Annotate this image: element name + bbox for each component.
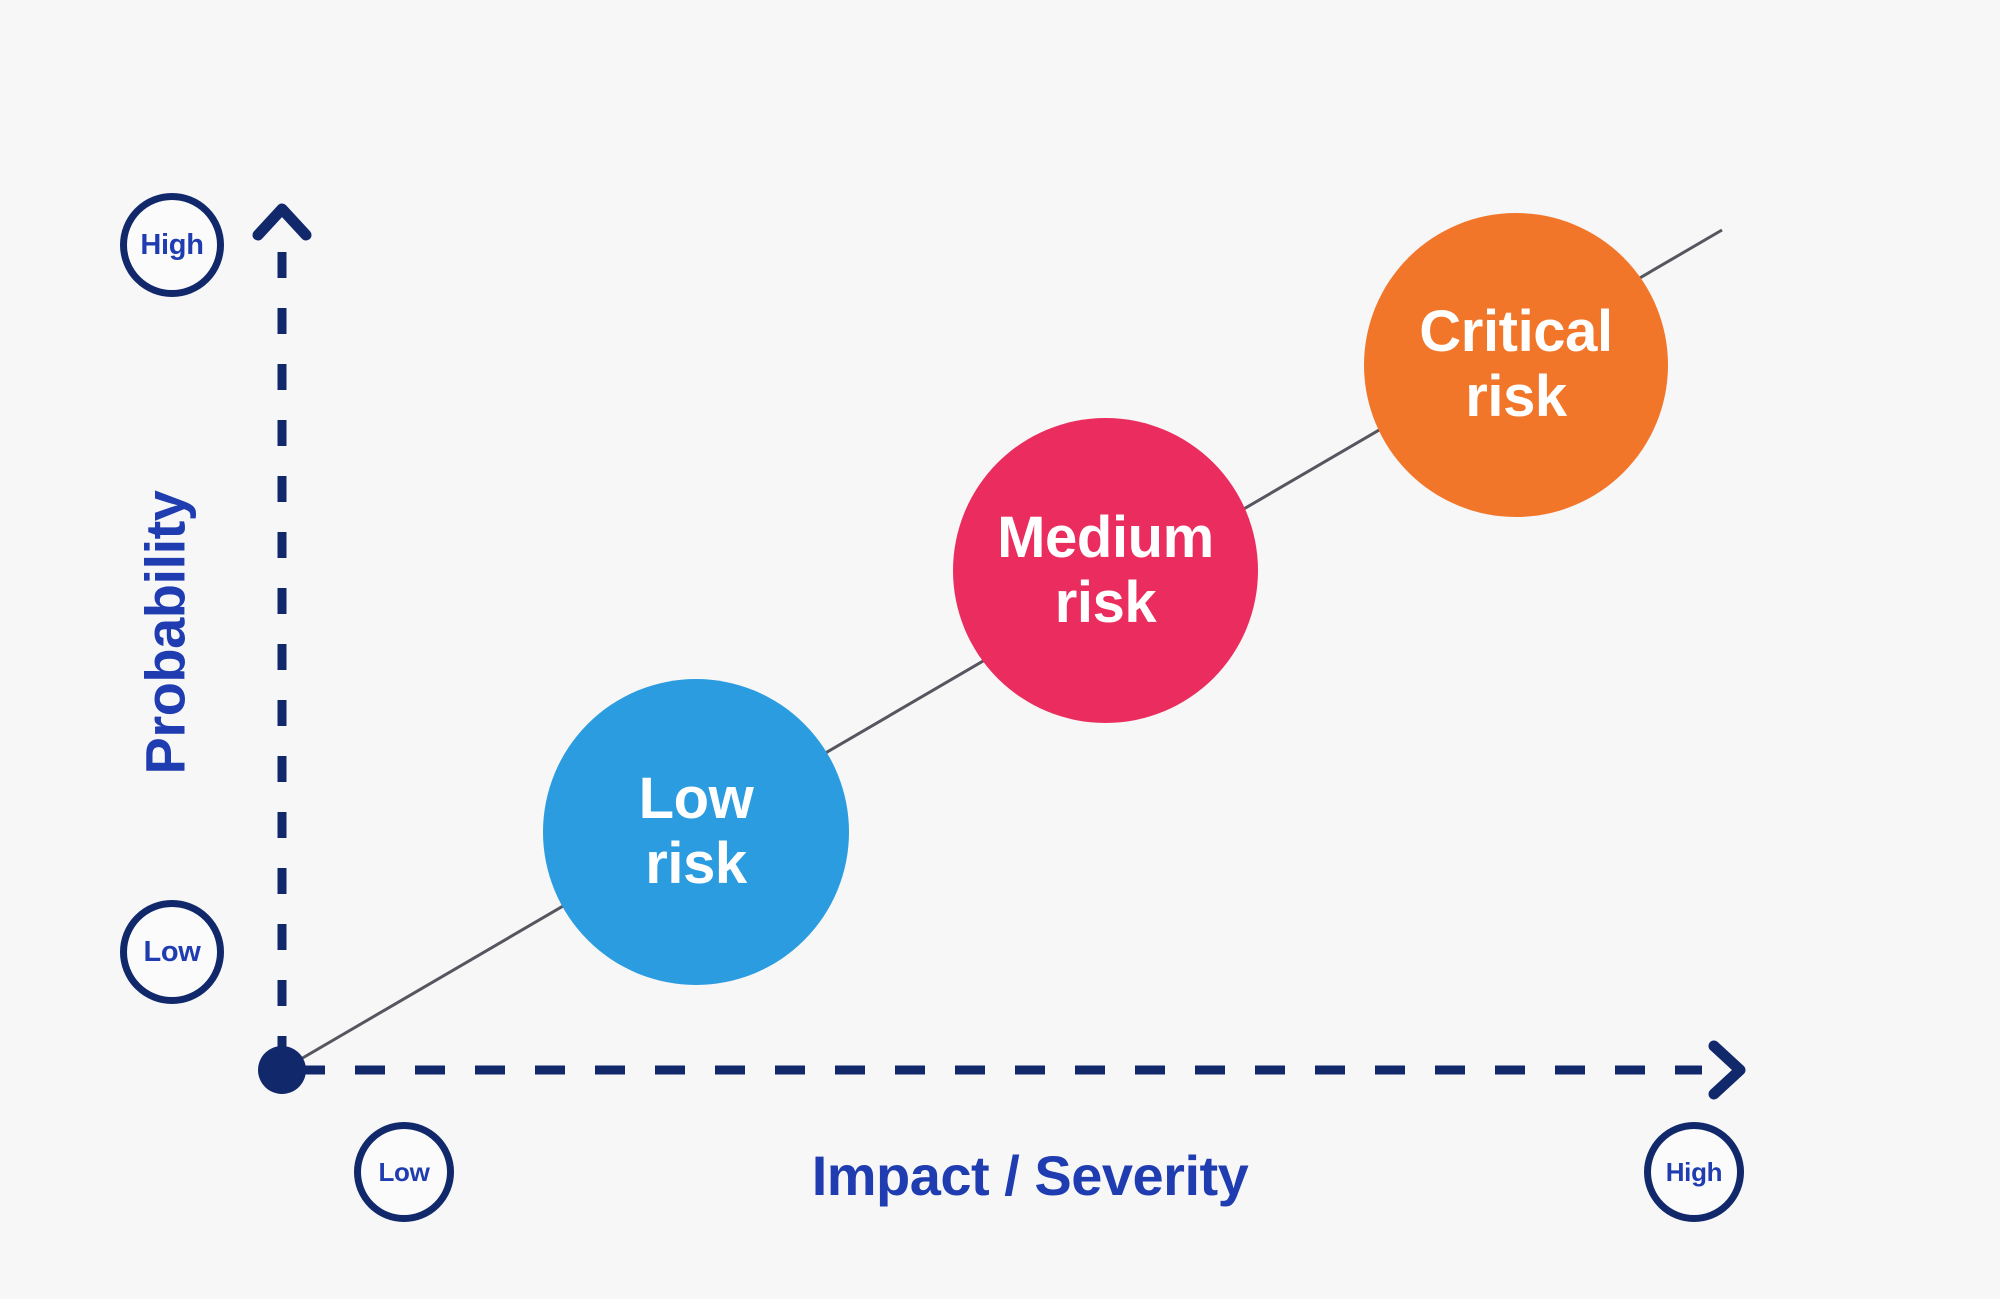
bubble-low-risk-line1: Low (638, 766, 754, 832)
x-axis-low-label: Low (354, 1122, 454, 1222)
y-axis-title: Probability (133, 490, 197, 775)
bubble-critical-risk-line1: Critical (1419, 299, 1613, 365)
bubble-medium-risk-line1: Medium (997, 504, 1214, 570)
y-axis-low-label: Low (120, 900, 224, 1004)
bubble-medium-risk-line2: risk (1054, 569, 1157, 635)
origin-dot (258, 1046, 306, 1094)
x-axis-high-label: High (1644, 1122, 1744, 1222)
x-axis-title: Impact / Severity (811, 1144, 1249, 1207)
bubble-low-risk-line2: risk (645, 831, 747, 896)
x-axis-arrow-icon (1708, 1040, 1746, 1100)
y-axis-high-label: High (120, 193, 224, 297)
bubble-critical-risk-line2: risk (1465, 364, 1567, 429)
y-axis-arrow-icon (252, 203, 312, 241)
